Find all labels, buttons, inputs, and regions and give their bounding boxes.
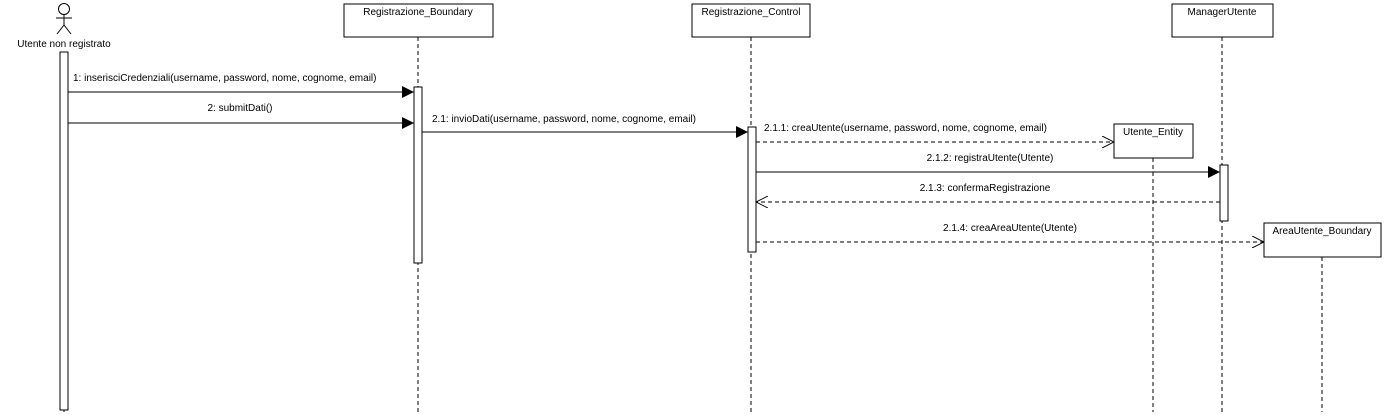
message-2-1-1-label: 2.1.1: creaUtente(username, password, no… xyxy=(764,123,1047,134)
control-activation xyxy=(747,126,757,253)
message-2-1-3-label: 2.1.3: confermaRegistrazione xyxy=(920,183,1051,194)
boundary-participant-label: Registrazione_Boundary xyxy=(363,7,473,18)
control-participant-box xyxy=(691,3,811,38)
message-2-1-4-label: 2.1.4: creaAreaUtente(Utente) xyxy=(943,223,1077,234)
boundary-participant-box xyxy=(343,3,494,38)
actor-label: Utente non registrato xyxy=(17,39,111,50)
actor-stick-figure xyxy=(56,3,72,35)
entity-participant-box xyxy=(1113,123,1194,159)
manager-participant-box xyxy=(1171,3,1274,38)
area-participant-label: AreaUtente_Boundary xyxy=(1273,226,1372,237)
message-2-label: 2: submitDati() xyxy=(207,103,272,114)
manager-participant-label: ManagerUtente xyxy=(1188,7,1257,18)
entity-participant-label: Utente_Entity xyxy=(1123,127,1183,138)
manager-activation xyxy=(1219,164,1229,222)
area-participant-box xyxy=(1263,222,1382,258)
message-2-1-label: 2.1: invioDati(username, password, nome,… xyxy=(432,114,696,125)
control-participant-label: Registrazione_Control xyxy=(702,7,801,18)
message-1-label: 1: inserisciCredenziali(username, passwo… xyxy=(73,73,376,84)
boundary-activation xyxy=(413,86,423,264)
actor-activation xyxy=(59,51,69,411)
message-2-1-2-label: 2.1.2: registraUtente(Utente) xyxy=(927,153,1054,164)
